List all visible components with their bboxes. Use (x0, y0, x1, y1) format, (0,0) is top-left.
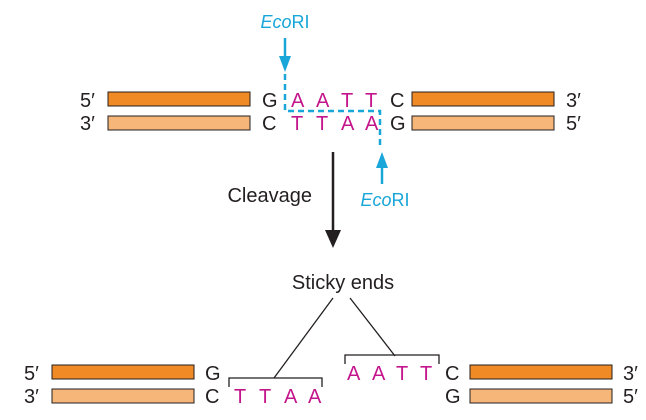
top-strand1-site-3: T (341, 90, 353, 112)
sticky-pointer-right (349, 297, 396, 357)
left-fragment-strand1-end: 5′ (24, 363, 39, 385)
right-fragment-strand1-base: C (445, 363, 459, 385)
right-fragment-strand2-base: G (445, 386, 461, 408)
left-fragment-strand2-end: 3′ (24, 386, 39, 408)
top-strand1-left-base: G (262, 90, 278, 112)
top-strand2-right-bar (411, 115, 555, 131)
top-strand2-right-end: 5′ (566, 113, 581, 135)
right-overhang-base-4: T (420, 363, 432, 385)
ecori-cut-line (283, 74, 382, 148)
top-strand1-left-end: 5′ (80, 90, 95, 112)
left-overhang-base-3: A (284, 386, 298, 408)
left-overhang-base-1: T (234, 386, 246, 408)
top-strand2-left-end: 3′ (80, 113, 95, 135)
left-fragment-strand1-bar (51, 364, 195, 380)
right-overhang-base-2: A (372, 363, 386, 385)
top-strand1-site-2: A (316, 90, 330, 112)
top-strand2-site-1: T (291, 113, 303, 135)
ecori-label-bottom: EcoRI (360, 190, 409, 210)
top-strand1-site-1: A (291, 90, 305, 112)
top-strand2-site-3: A (341, 113, 355, 135)
right-fragment-strand1-bar (469, 364, 613, 380)
cleavage-arrowhead (325, 230, 341, 248)
right-overhang-base-1: A (347, 363, 361, 385)
right-overhang-bracket (344, 354, 440, 364)
sticky-pointer-left (273, 297, 334, 379)
ecori-arrowhead-top (279, 56, 291, 72)
top-strand1-site-4: T (365, 90, 377, 112)
right-overhang-base-3: T (396, 363, 408, 385)
ecori-label-top: EcoRI (260, 12, 309, 32)
top-strand2-site-2: T (316, 113, 328, 135)
left-fragment-strand2-bar (51, 388, 195, 404)
right-fragment-strand2-bar (469, 388, 613, 404)
top-strand1-left-bar (107, 91, 251, 107)
cleavage-label: Cleavage (227, 185, 312, 207)
top-strand2-left-bar (107, 115, 251, 131)
top-strand1-right-end: 3′ (566, 90, 581, 112)
top-strand2-right-base: G (390, 113, 406, 135)
sticky-ends-label: Sticky ends (292, 272, 394, 294)
top-strand1-right-bar (411, 91, 555, 107)
ecori-arrowhead-bottom (376, 152, 388, 168)
left-fragment-strand1-base: G (205, 363, 221, 385)
top-strand2-site-4: A (365, 113, 379, 135)
right-fragment-strand1-end: 3′ (623, 363, 638, 385)
left-overhang-base-2: T (259, 386, 271, 408)
left-overhang-base-4: A (308, 386, 322, 408)
top-strand2-left-base: C (262, 113, 276, 135)
left-overhang-bracket (228, 377, 323, 387)
left-fragment-strand2-base: C (205, 386, 219, 408)
top-strand1-right-base: C (390, 90, 404, 112)
right-fragment-strand2-end: 5′ (623, 386, 638, 408)
